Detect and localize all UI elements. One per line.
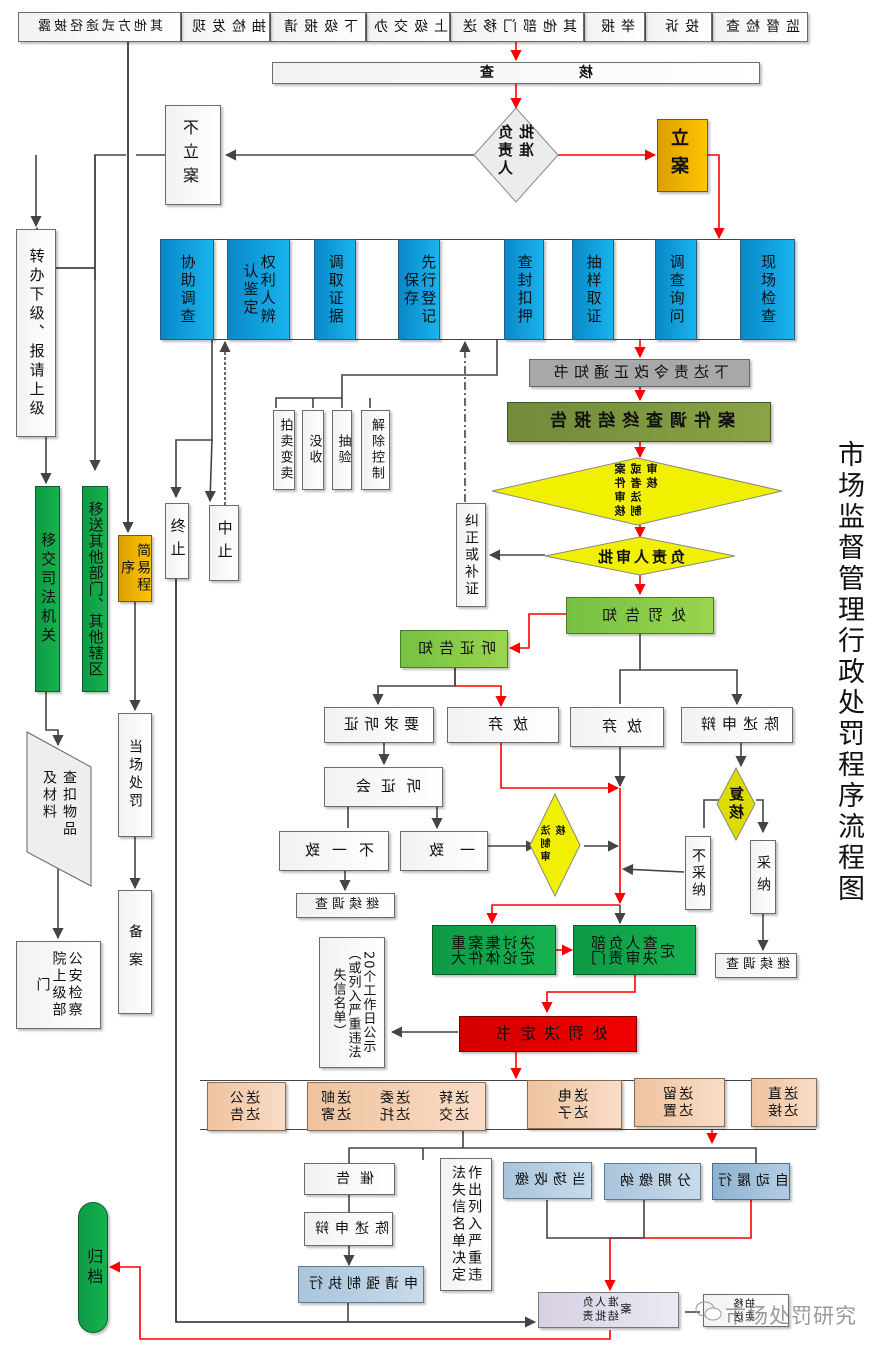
publicity-box: 20个工作日公示（或列入严重违法失信名单）: [319, 937, 385, 1068]
flow-head-to-decision: [541, 975, 636, 1014]
source-subordinate: 下级报请: [270, 12, 366, 42]
delivery-electronic: 电子送达: [527, 1080, 622, 1129]
continue-investigation-box-2: 继续调查: [715, 953, 797, 978]
investigation-report-box: 案件调查终结报告: [507, 402, 771, 442]
line-invest-to-suspend: [204, 439, 216, 503]
outcome-confiscate: 没收: [302, 410, 324, 490]
line-hearing-consistent: [347, 806, 437, 828]
inconsistent-box: 不一致: [279, 831, 389, 871]
no-case-box: 不立案: [165, 105, 221, 205]
invest-step: 抽样取证: [572, 239, 614, 340]
outcome-sample: 抽验: [332, 410, 352, 490]
invest-step: 调查询问: [655, 239, 697, 340]
source-inspection: 监督检查: [712, 12, 808, 42]
source-other-ways: 其他方式途径披露: [18, 12, 181, 42]
source-report: 举报: [584, 12, 645, 42]
consistent-box: 一致: [400, 831, 488, 871]
dept-head-review-box: 部门负责人审查决定: [573, 925, 696, 975]
hearing-notice-box: 听证告知: [400, 630, 508, 668]
suspend-box: 中止: [209, 505, 239, 581]
exec-installment: 分期缴纳: [604, 1163, 701, 1200]
flow-waive-to-merge: [500, 742, 620, 794]
close-case-box: 负责人批准结案: [538, 1292, 679, 1328]
outcome-auction: 拍卖变卖: [273, 410, 295, 490]
source-other-dept: 其他部门移送: [450, 12, 584, 42]
legal-review-diamond: 案件审核或者法制审核: [491, 457, 783, 526]
exec-on-spot: 当场收缴: [503, 1162, 592, 1199]
line-delivery-to-exec-branch: [348, 1127, 757, 1163]
invest-step: 现场检查: [740, 239, 795, 340]
source-superior: 上级交办: [366, 12, 450, 42]
hearing-box: 听证会: [324, 767, 443, 807]
archive-terminator: 归档: [78, 1202, 108, 1333]
delivery-direct: 直接送达: [751, 1078, 817, 1127]
enforce-box: 申请强制执行: [298, 1266, 424, 1303]
line-nocase-branches: [37, 154, 165, 280]
penalty-notice-box: 处罚告知: [566, 597, 714, 634]
waive-box-left: 放弃: [447, 707, 559, 743]
invest-step: 先行登记保存: [398, 239, 440, 340]
wechat-icon: [695, 1301, 722, 1321]
legal-check-diamond: 法制审核: [529, 792, 581, 898]
statement-box-2: 陈述申辩: [304, 1212, 393, 1246]
flow-exec-to-close: [604, 1200, 752, 1292]
flow-to-collective: [486, 904, 620, 925]
invest-step: 调取证据: [314, 239, 356, 340]
urge-box: 催告: [304, 1163, 395, 1195]
delivery-group: 邮寄送达 委托送达 转交送达: [307, 1082, 486, 1131]
statement-box: 陈述申辩: [681, 707, 793, 743]
transfer-other-box: 移送其他部门、其他辖区: [82, 486, 108, 692]
line-exec-merge: [546, 1200, 645, 1239]
on-spot-penalty-box: 当场处罚: [118, 713, 152, 837]
source-sampling: 抽检发现: [181, 12, 270, 42]
diagram-title: 市场监督管理行政处罚程序流程图: [833, 440, 864, 905]
delivery-lien: 留置送达: [634, 1078, 725, 1127]
line-hearing-to-request: [372, 668, 456, 706]
line-seize-outcomes: [275, 340, 498, 408]
not-adopt-box: 不采纳: [685, 836, 711, 910]
recheck-diamond: 复核: [716, 766, 756, 842]
rectify-notice-box: 下达责令改正通知书: [529, 359, 750, 387]
line-penalty-branches: [619, 634, 737, 704]
adopt-box: 采纳: [750, 840, 776, 914]
line-notadopt-to-merge: [621, 863, 685, 876]
penalty-decision-box: 处罚决定书: [459, 1016, 637, 1052]
flow-hearing-to-waive: [454, 668, 507, 708]
police-box: 公安检察院上级部门: [16, 941, 101, 1029]
approve-diamond: 负责人批准: [473, 107, 559, 203]
blacklist-decision-box: 作出列入严重违法失信名单决定: [440, 1158, 492, 1291]
verify-box: 核 查: [272, 62, 760, 84]
invest-step: 权利人辨认鉴定: [227, 239, 290, 340]
invest-step: 查封扣押: [504, 239, 544, 340]
transfer-judicial-box: 移交司法机关: [35, 486, 60, 692]
delivery-public-notice: 公告送达: [207, 1082, 286, 1131]
seized-goods-shape: 查扣物品及材料: [26, 731, 92, 887]
flow-penalty-to-hearing: [508, 613, 566, 654]
watermark-text: 市场处罚研究: [725, 1304, 857, 1328]
head-approval-diamond: 负责人审批: [544, 536, 736, 576]
summary-procedure-box: 简易程序: [118, 535, 152, 602]
terminate-box: 终止: [165, 503, 189, 579]
waive-box-right: 放弃: [570, 707, 664, 747]
request-hearing-box: 要求听证: [324, 707, 434, 743]
source-complaint: 投诉: [645, 12, 712, 42]
exec-auto: 自动履行: [712, 1163, 790, 1200]
outcome-release: 解除控制: [361, 410, 390, 490]
flow-file-to-invest: [708, 154, 725, 240]
record-box: 备案: [118, 890, 152, 1014]
line-invest-to-end: [170, 340, 213, 499]
continue-investigation-box: 继续调查: [296, 893, 395, 918]
transfer-down-box: 转办下级、报请上级: [16, 229, 56, 437]
correct-box: 纠正或补证: [456, 503, 486, 607]
collective-decision-box: 重大案件集体讨论决定: [432, 925, 556, 975]
invest-step: 协助调查: [160, 239, 214, 340]
file-case-box: 立案: [657, 119, 708, 192]
